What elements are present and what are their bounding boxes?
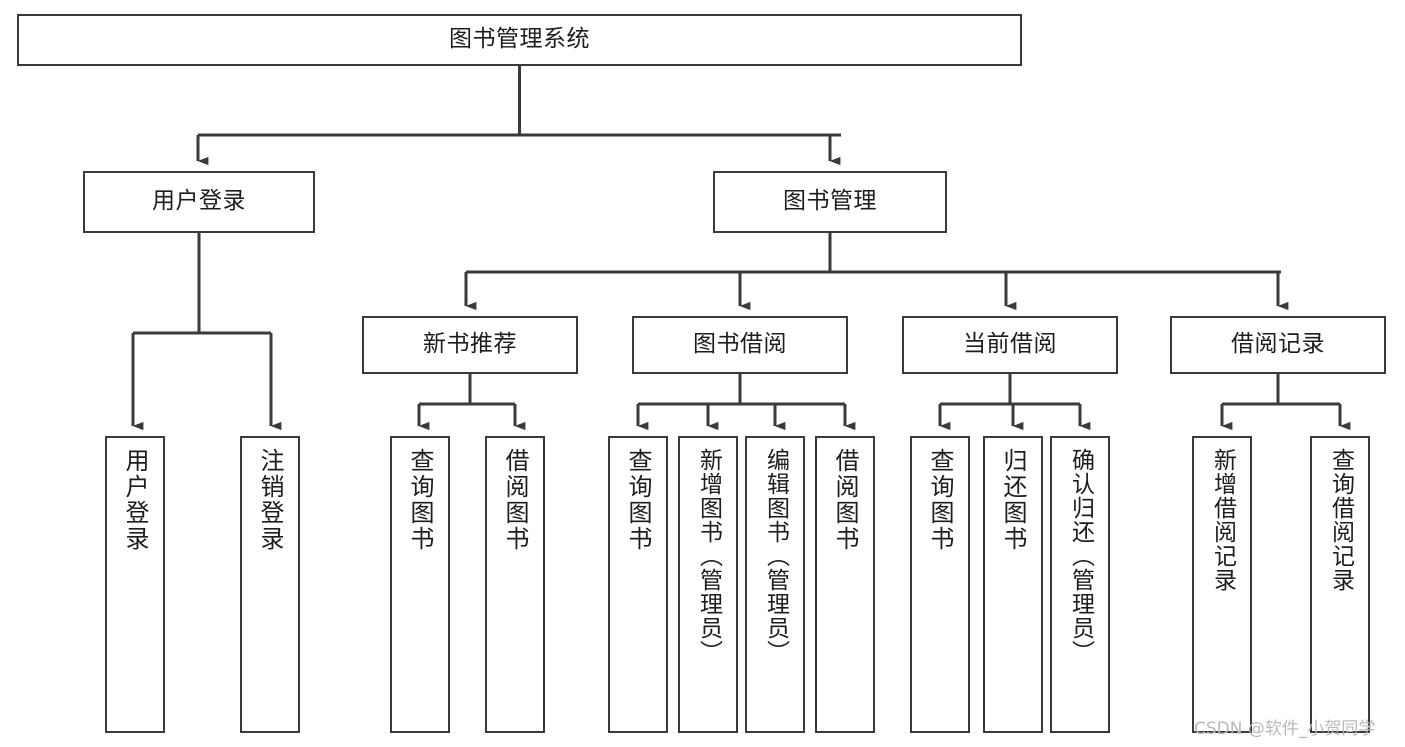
node-leaf-user-logout-label: 注销登录 bbox=[256, 448, 284, 552]
node-borrow-record[interactable]: 借阅记录 bbox=[1170, 316, 1386, 374]
node-leaf-add-borrow-record-label: 新增借阅记录 bbox=[1209, 448, 1236, 592]
node-leaf-query-book-1[interactable]: 查询图书 bbox=[390, 436, 450, 733]
node-leaf-edit-book-admin[interactable]: 编辑图书（管理员） bbox=[745, 436, 805, 733]
node-new-book-recommend[interactable]: 新书推荐 bbox=[362, 316, 578, 374]
node-leaf-add-book-admin-label: 新增图书（管理员） bbox=[695, 448, 722, 664]
node-current-borrow[interactable]: 当前借阅 bbox=[902, 316, 1118, 374]
node-leaf-query-book-3[interactable]: 查询图书 bbox=[910, 436, 970, 733]
node-book-borrow-label: 图书借阅 bbox=[693, 331, 787, 358]
node-leaf-borrow-book-2[interactable]: 借阅图书 bbox=[815, 436, 875, 733]
node-leaf-user-login[interactable]: 用户登录 bbox=[105, 436, 165, 733]
node-leaf-add-borrow-record[interactable]: 新增借阅记录 bbox=[1192, 436, 1252, 733]
node-borrow-record-label: 借阅记录 bbox=[1231, 331, 1325, 358]
node-leaf-add-book-admin[interactable]: 新增图书（管理员） bbox=[678, 436, 738, 733]
node-book-manage[interactable]: 图书管理 bbox=[713, 171, 947, 233]
node-current-borrow-label: 当前借阅 bbox=[963, 331, 1057, 358]
node-leaf-query-book-2[interactable]: 查询图书 bbox=[608, 436, 668, 733]
node-leaf-confirm-return-admin[interactable]: 确认归还（管理员） bbox=[1050, 436, 1110, 733]
node-leaf-borrow-book-1[interactable]: 借阅图书 bbox=[485, 436, 545, 733]
node-leaf-user-login-label: 用户登录 bbox=[121, 448, 149, 552]
node-leaf-query-book-1-label: 查询图书 bbox=[406, 448, 434, 552]
node-book-borrow[interactable]: 图书借阅 bbox=[632, 316, 848, 374]
node-leaf-return-book[interactable]: 归还图书 bbox=[983, 436, 1043, 733]
node-root-system-label: 图书管理系统 bbox=[449, 26, 590, 53]
csdn-watermark: CSDN @软件_小贺同学 bbox=[1194, 719, 1376, 739]
node-leaf-return-book-label: 归还图书 bbox=[999, 448, 1027, 552]
node-leaf-query-book-2-label: 查询图书 bbox=[624, 448, 652, 552]
node-new-book-recommend-label: 新书推荐 bbox=[423, 331, 517, 358]
node-leaf-query-borrow-record-label: 查询借阅记录 bbox=[1327, 448, 1354, 592]
node-leaf-user-logout[interactable]: 注销登录 bbox=[240, 436, 300, 733]
node-leaf-edit-book-admin-label: 编辑图书（管理员） bbox=[762, 448, 789, 664]
node-root-system[interactable]: 图书管理系统 bbox=[17, 14, 1022, 66]
node-book-manage-label: 图书管理 bbox=[783, 188, 877, 215]
node-user-login-label: 用户登录 bbox=[152, 188, 246, 215]
node-leaf-borrow-book-1-label: 借阅图书 bbox=[501, 448, 529, 552]
node-user-login[interactable]: 用户登录 bbox=[83, 171, 315, 233]
node-leaf-confirm-return-admin-label: 确认归还（管理员） bbox=[1067, 448, 1094, 664]
node-leaf-query-borrow-record[interactable]: 查询借阅记录 bbox=[1310, 436, 1370, 733]
node-leaf-query-book-3-label: 查询图书 bbox=[926, 448, 954, 552]
node-leaf-borrow-book-2-label: 借阅图书 bbox=[831, 448, 859, 552]
